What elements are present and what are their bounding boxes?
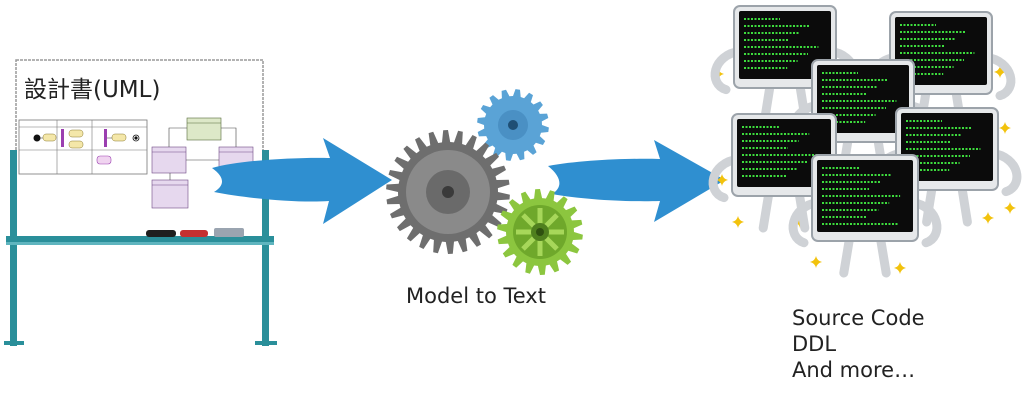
sparkle-icon [1004,202,1016,214]
arrow-to-outputs-icon [548,140,725,222]
sparkle-icon [894,262,906,274]
computer-icon [788,154,942,278]
blue-gear-icon [477,89,549,161]
output-list: Source Code DDL And more… [792,305,925,383]
green-gear-icon [497,189,583,275]
sparkle-icon [716,174,728,186]
arrow-to-gears-icon [212,138,392,224]
sparkle-icon [982,212,994,224]
output-item: And more… [792,358,916,382]
computers-illustration [708,5,1022,278]
front-computers [708,107,1022,278]
process-label: Model to Text [406,284,546,308]
sparkle-icon [732,216,744,228]
large-gear-icon [386,130,510,254]
class-diagram [151,117,254,209]
output-item: DDL [792,332,837,356]
whiteboard: 設計書(UML) [0,0,290,406]
whiteboard-title: 設計書(UML) [24,77,161,103]
sparkle-icon [999,122,1011,134]
sparkle-icon [810,256,822,268]
whiteboard-drawing [4,59,277,346]
activity-diagram [18,119,148,175]
sparkle-icon [994,66,1006,78]
computer-icon [708,113,860,233]
gears-illustration [386,89,583,275]
output-item: Source Code [792,306,925,330]
